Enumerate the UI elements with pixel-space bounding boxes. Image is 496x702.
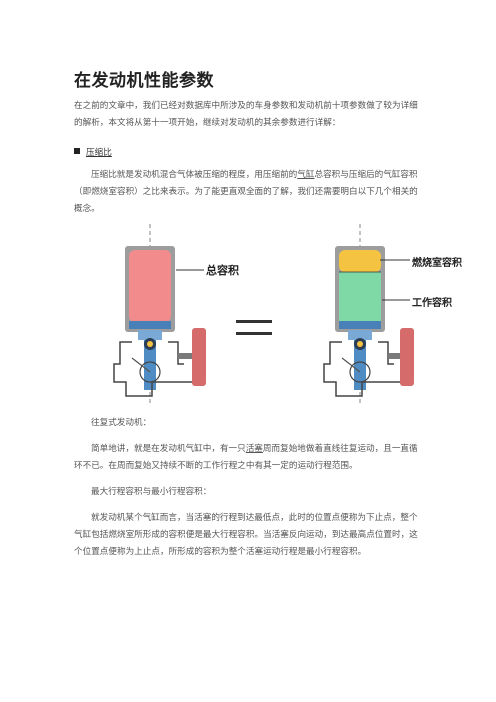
engine-cylinder-diagram: 总容积 (113, 224, 414, 405)
compression-ratio-paragraph: 压缩比就是发动机混合气体被压缩的程度，用压缩前的气缸总容积与压缩后的气缸容积（即… (74, 167, 424, 218)
page-title: 在发动机性能参数 (74, 71, 214, 91)
label-total-volume: 总容积 (206, 263, 239, 277)
label-working-volume: 工作容积 (412, 298, 452, 309)
stroke-volume-heading: 最大行程容积与最小行程容积： (91, 487, 212, 497)
left-engine: 总容积 (113, 224, 239, 405)
intro-paragraph: 在之前的文章中，我们已经对数据库中所涉及的车身参数和发动机前十项参数做了较为详细… (74, 101, 418, 128)
right-flywheel (400, 328, 414, 386)
equals-sign (236, 320, 272, 335)
reciprocating-engine-paragraph: 简单地讲，就是在发动机气缸中，有一只活塞周而复始地做着直线往复运动，且一直循环不… (74, 441, 424, 475)
label-combustion-volume: 燃烧室容积 (412, 258, 462, 269)
section-heading: 压缩比 (74, 146, 112, 158)
cylinder-link[interactable]: 气缸 (297, 170, 315, 180)
piston-link[interactable]: 活塞 (245, 444, 263, 454)
para1-text-after: 总容积与压缩后的气缸容积（即燃烧室容积）之比来表示。为了能更直观全面的了解，我们… (74, 170, 418, 214)
para1-text-before: 压缩比就是发动机混合气体被压缩的程度，用压缩前的 (91, 170, 298, 180)
square-bullet-icon (74, 148, 80, 154)
section-heading-link[interactable]: 压缩比 (86, 148, 112, 158)
para3-text-after: 周而复始地做着直线往复运动，且一直循环不已。在周而复始又持续不断的工作行程之中有… (74, 444, 418, 471)
total-volume-fill (129, 250, 171, 322)
working-volume-fill (339, 272, 381, 322)
left-flywheel (192, 328, 206, 386)
combustion-volume-fill (339, 250, 381, 272)
para3-text-before: 简单地讲，就是在发动机气缸中，有一只 (91, 444, 246, 454)
reciprocating-engine-heading: 往复式发动机： (91, 418, 152, 428)
right-engine (323, 224, 414, 405)
stroke-volume-paragraph: 就发动机某个气缸而言，当活塞的行程到达最低点，此时的位置点便称为下止点，整个气缸… (74, 513, 418, 557)
